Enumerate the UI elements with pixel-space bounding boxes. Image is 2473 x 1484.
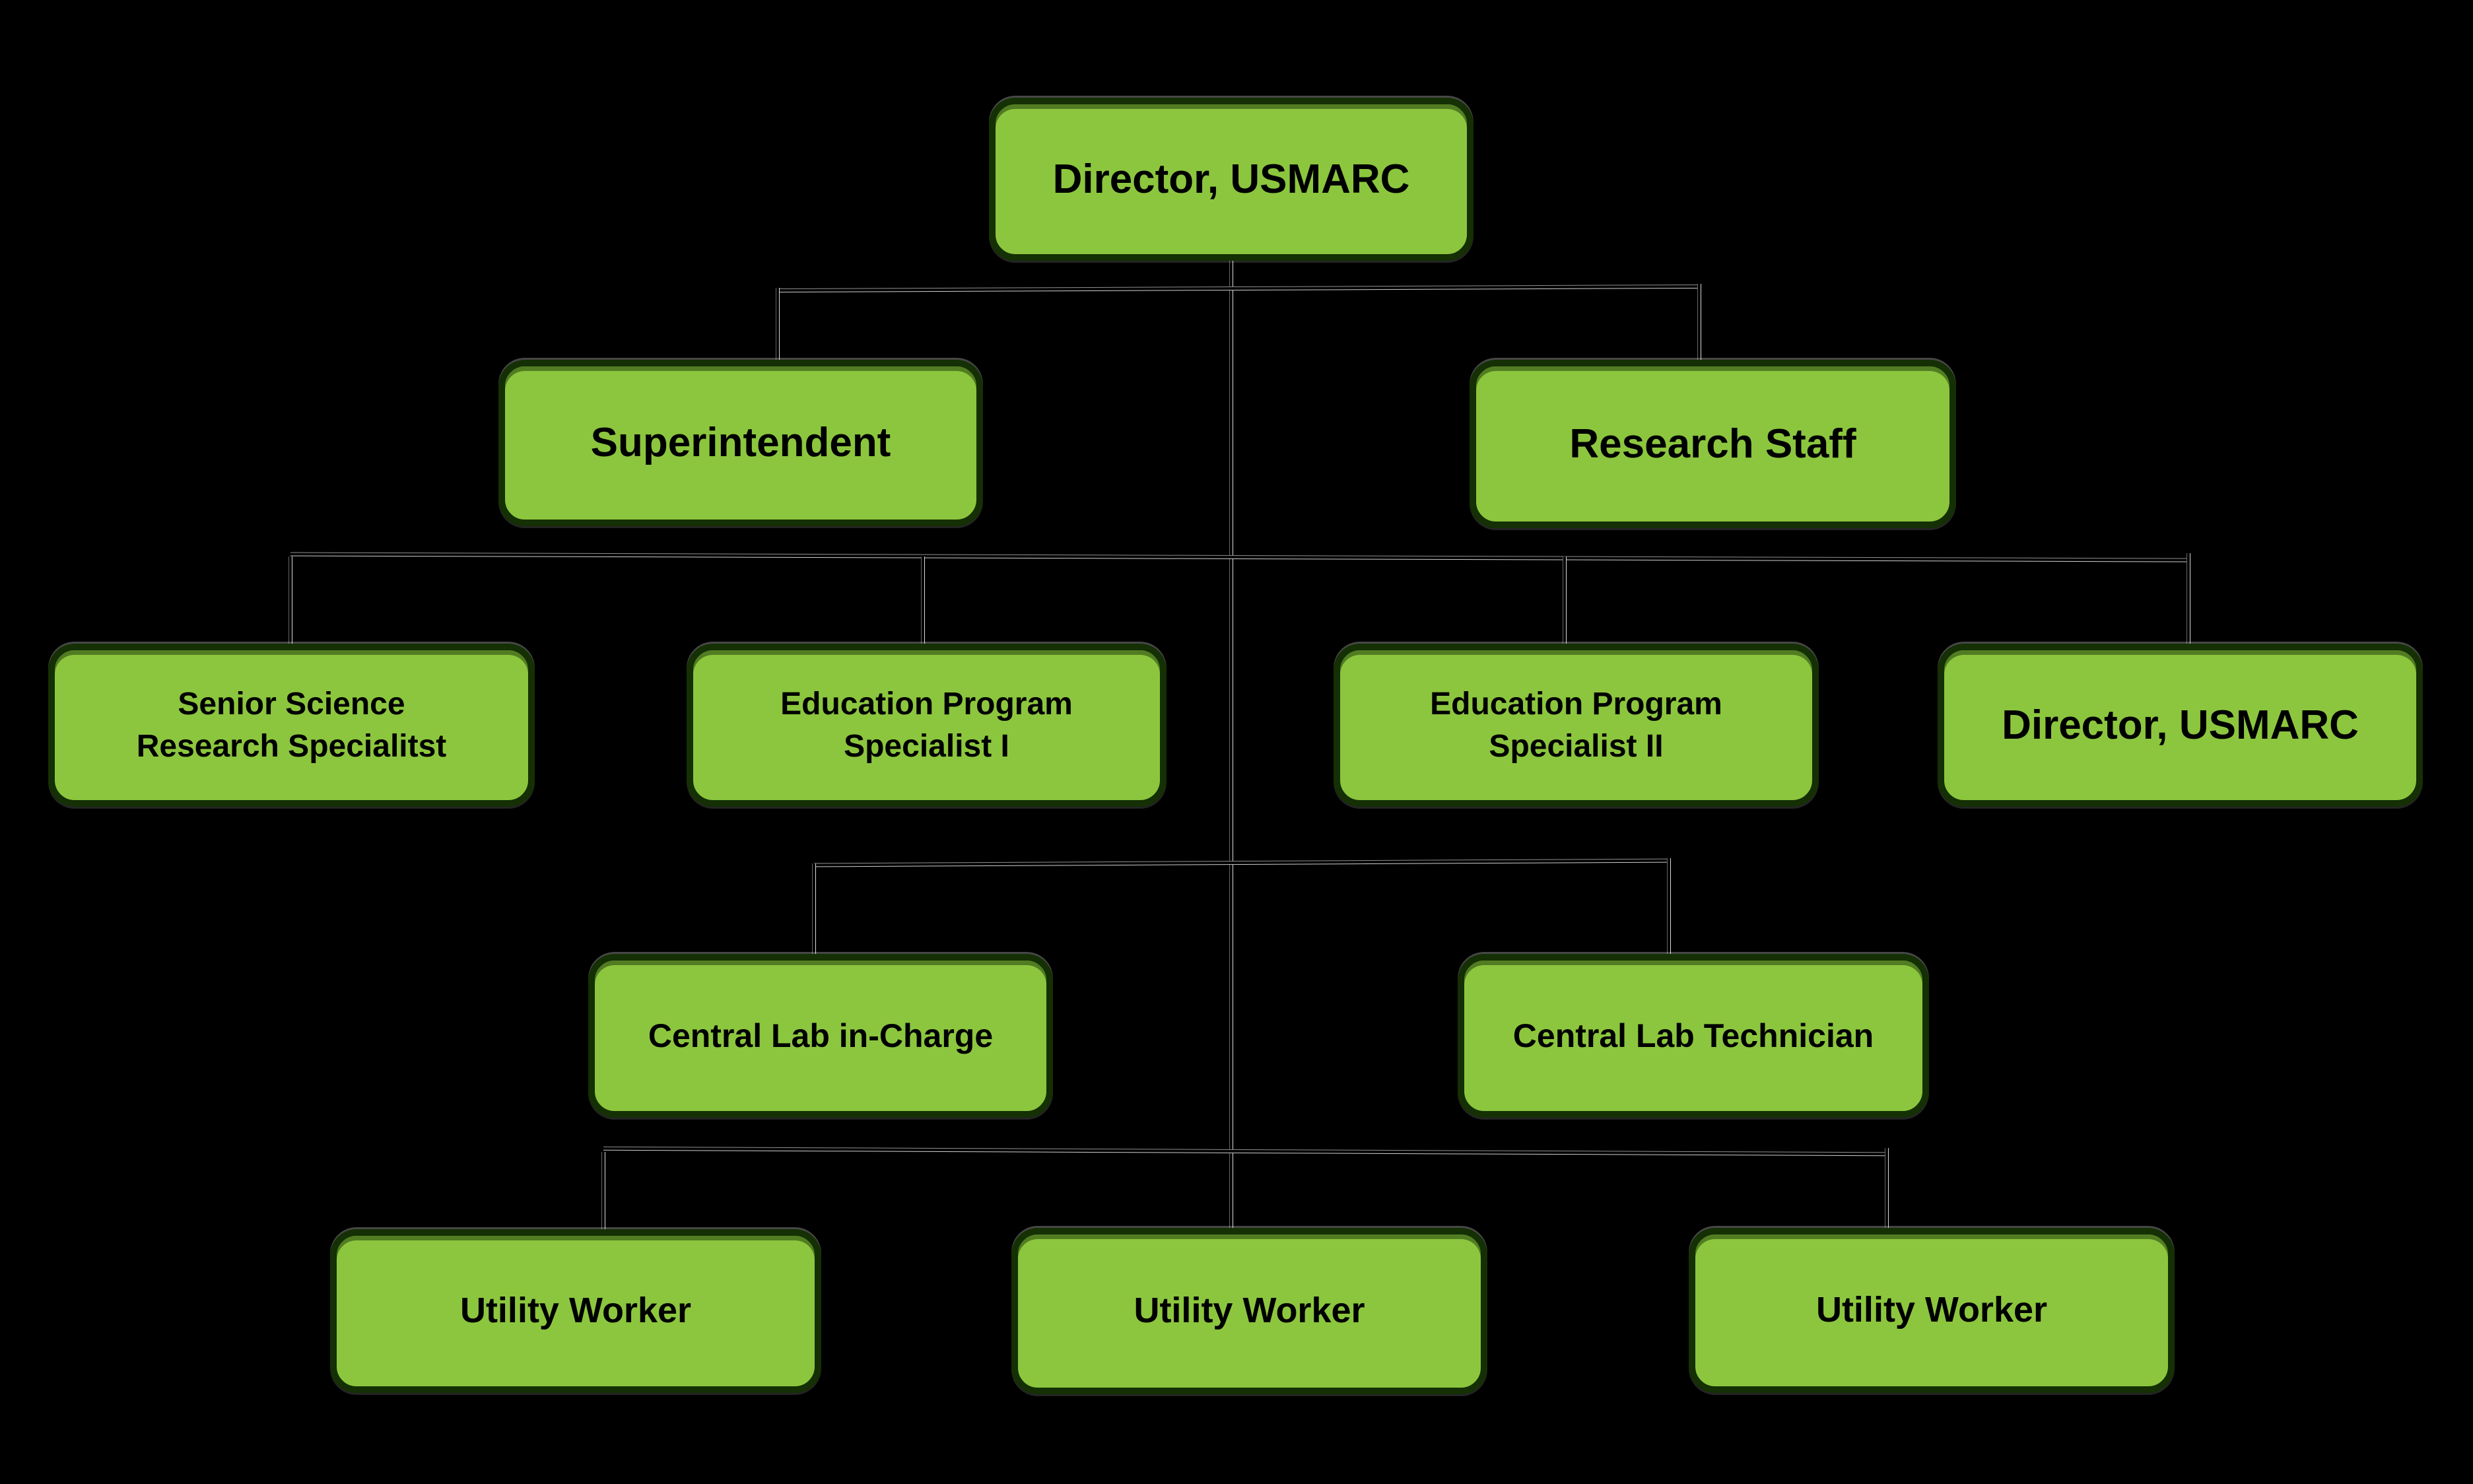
org-node-education-program-specialist-2: Education Program Specialist II bbox=[1334, 644, 1819, 807]
org-node-education-program-specialist-1: Education Program Specialist I bbox=[687, 644, 1167, 807]
connector-drop-senior-science bbox=[288, 556, 292, 645]
org-node-label: Superintendent bbox=[590, 420, 891, 466]
org-node-superintendent: Superintendent bbox=[498, 360, 983, 526]
connector-drop-utility-worker-3 bbox=[1885, 1148, 1889, 1231]
connector-bus-level3 bbox=[290, 552, 2189, 562]
connector-drop-central-lab-technician bbox=[1667, 858, 1671, 955]
org-node-label: Utility Worker bbox=[1815, 1290, 2048, 1330]
org-node-utility-worker-3: Utility Worker bbox=[1689, 1228, 2175, 1393]
org-node-label: Utility Worker bbox=[459, 1291, 692, 1331]
org-node-research-staff: Research Staff bbox=[1470, 360, 1956, 528]
org-node-utility-worker-1: Utility Worker bbox=[330, 1229, 821, 1393]
connector-drop-central-lab-in-charge bbox=[812, 863, 816, 955]
org-node-label: Utility Worker bbox=[1134, 1291, 1365, 1331]
connector-drop-education-program-specialist-1 bbox=[921, 556, 925, 645]
connector-drop-director-usmarc-2 bbox=[2186, 553, 2190, 645]
org-node-label: Education Program Specialist II bbox=[1430, 687, 1722, 764]
org-node-director-usmarc-2: Director, USMARC bbox=[1938, 644, 2423, 807]
org-node-director-usmarc-top: Director, USMARC bbox=[989, 98, 1474, 261]
connector-drop-utility-worker-1 bbox=[601, 1152, 605, 1231]
connector-bus-level4 bbox=[813, 858, 1670, 867]
org-node-central-lab-technician: Central Lab Technician bbox=[1458, 954, 1929, 1118]
org-node-label: Central Lab Technician bbox=[1512, 1017, 1874, 1054]
org-node-senior-science-research-specialist: Senior Science Research Specialitst bbox=[48, 644, 535, 807]
connector-drop-education-program-specialist-2 bbox=[1563, 556, 1567, 645]
org-node-label: Director, USMARC bbox=[2002, 702, 2359, 748]
org-node-label: Director, USMARC bbox=[1052, 156, 1410, 202]
connector-drop-research-staff bbox=[1697, 284, 1701, 361]
org-node-central-lab-in-charge: Central Lab in-Charge bbox=[588, 954, 1053, 1118]
org-node-label: Research Staff bbox=[1569, 421, 1856, 467]
connector-trunk bbox=[1229, 261, 1233, 1229]
org-node-utility-worker-2: Utility Worker bbox=[1011, 1228, 1487, 1394]
connector-bus-level5 bbox=[603, 1146, 1887, 1157]
org-node-label: Central Lab in-Charge bbox=[648, 1017, 994, 1054]
org-node-label: Senior Science Research Specialitst bbox=[136, 687, 447, 764]
org-node-label: Education Program Specialist I bbox=[780, 687, 1073, 764]
connector-drop-superintendent bbox=[776, 288, 780, 361]
connector-bus-level2 bbox=[776, 284, 1700, 293]
